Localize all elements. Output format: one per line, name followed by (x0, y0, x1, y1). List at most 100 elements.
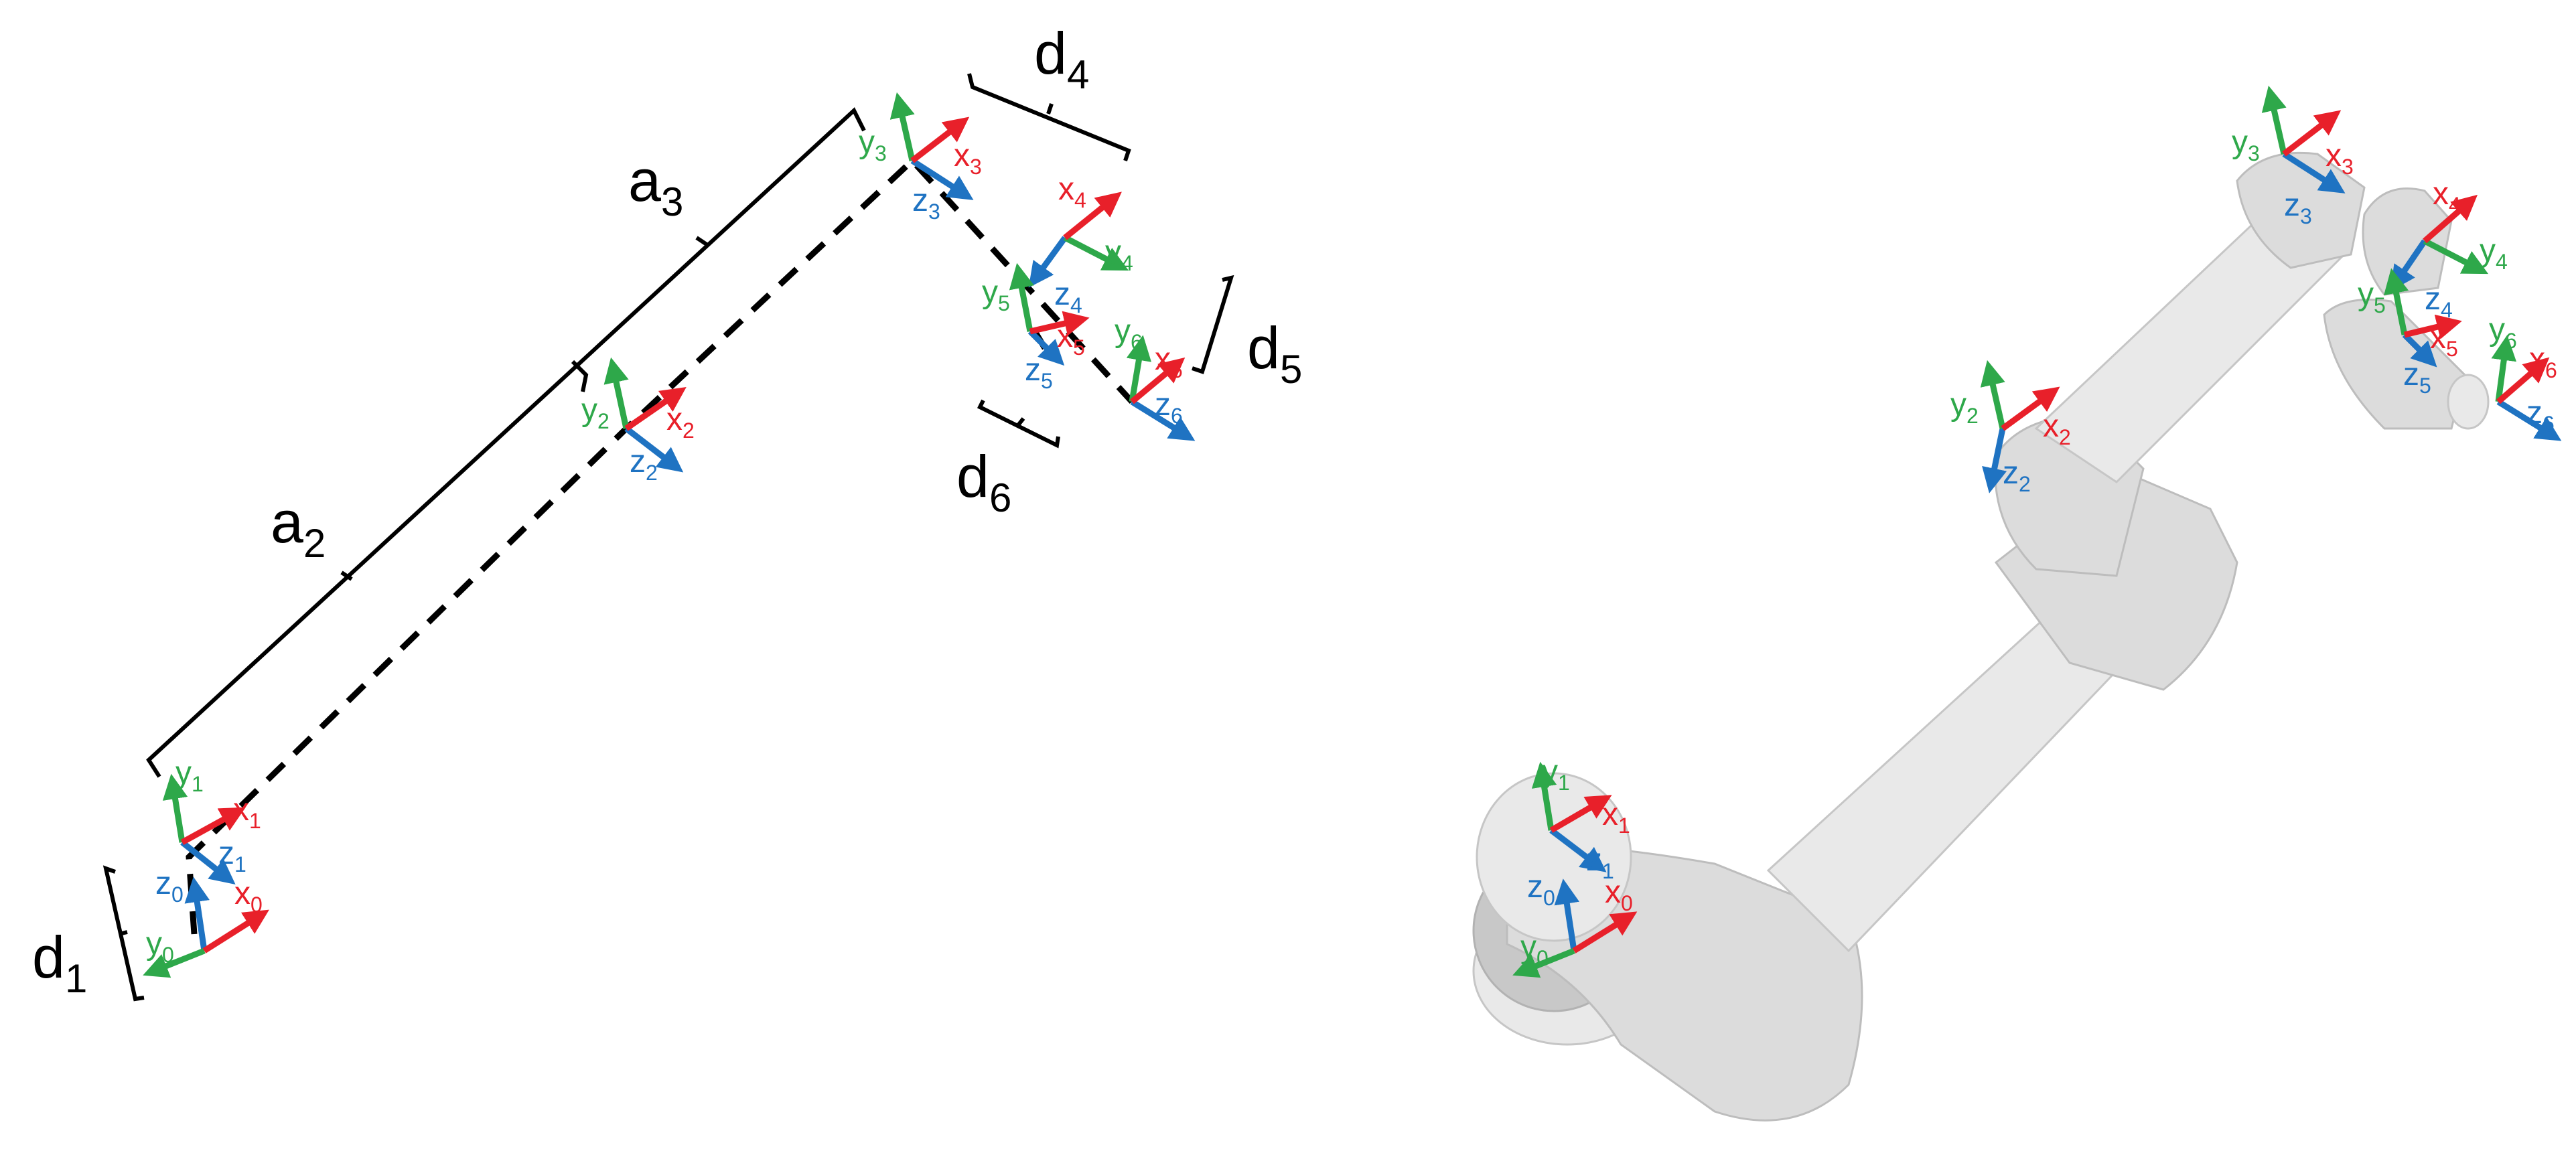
frame-1-robot: z1 y1 x1 (1531, 754, 1630, 883)
x-axis-arrow-0 (202, 909, 269, 953)
dimension-label-a3: a3 (628, 147, 683, 224)
frame-5-schematic: z5 y5 x5 (982, 262, 1090, 393)
z-axis-label-3: z3 (2284, 187, 2312, 228)
dimension-label-d5: d5 (1247, 315, 1302, 392)
x-axis-label-0: x0 (1605, 874, 1633, 915)
z-axis-label-5: z5 (2403, 357, 2431, 398)
z-axis-label-4: z4 (2425, 281, 2453, 322)
y-axis-label-6: y6 (1115, 313, 1143, 354)
y-axis-arrow-1 (1531, 761, 1557, 831)
z-axis-arrow-5 (2402, 332, 2437, 368)
z-axis-arrow-5 (1027, 329, 1065, 366)
x-axis-arrow-0 (1572, 911, 1638, 953)
x-axis-arrow-3 (2282, 110, 2342, 157)
bracket-a2-a3 (146, 107, 866, 778)
x-axis-arrow-4 (2423, 194, 2478, 244)
z-axis-label-5: z5 (1025, 352, 1053, 393)
x-axis-label-5: x5 (2430, 320, 2458, 361)
x-axis-arrow-4 (1063, 191, 1122, 240)
x-axis-arrow-2 (624, 386, 687, 431)
z-axis-arrow-0 (184, 876, 210, 951)
z-axis-label-6: z6 (2526, 395, 2555, 436)
z-axis-label-4: z4 (1054, 277, 1082, 317)
frame-0-robot: z0 y0 x0 (1512, 869, 1638, 978)
x-axis-label-3: x3 (954, 138, 982, 179)
z-axis-arrow-6 (1130, 399, 1196, 441)
dimension-label-a2: a2 (271, 489, 326, 566)
x-axis-label-4: x4 (1058, 171, 1086, 212)
y-axis-label-4: y4 (2480, 233, 2508, 274)
z-axis-label-2: z2 (2003, 455, 2031, 496)
y-axis-arrow-5 (2383, 268, 2409, 335)
frame-3-robot: z3 y3 x3 (2232, 85, 2354, 228)
z-axis-label-2: z2 (630, 444, 658, 485)
frame-6-schematic: z6 y6 x6 (1115, 313, 1196, 441)
dimension-label-d6: d6 (956, 443, 1011, 520)
x-axis-label-2: x2 (666, 402, 695, 443)
y-axis-arrow-6 (1126, 335, 1152, 402)
x-axis-arrow-2 (2001, 386, 2060, 431)
y-axis-arrow-1 (162, 773, 188, 843)
y-axis-label-6: y6 (2489, 312, 2517, 353)
y-axis-arrow-6 (2491, 335, 2517, 402)
y-axis-label-1: y1 (175, 755, 204, 796)
y-axis-arrow-0 (143, 947, 206, 978)
y-axis-arrow-2 (1980, 360, 2006, 429)
frame-4-schematic: z4 y4 x4 (1028, 171, 1133, 317)
y-axis-label-3: y3 (859, 125, 887, 165)
x-axis-arrow-1 (180, 807, 246, 845)
z-axis-label-1: z1 (218, 836, 246, 876)
z-axis-label-0: z0 (1527, 869, 1555, 910)
y-axis-label-1: y1 (1542, 754, 1570, 795)
y-axis-label-5: y5 (982, 275, 1010, 315)
z-axis-arrow-4 (1028, 236, 1068, 288)
x-axis-label-3: x3 (2325, 138, 2354, 179)
frame-3-schematic: z3 y3 x3 (859, 92, 982, 224)
z-axis-arrow-2 (1982, 428, 2007, 493)
x-axis-arrow-6 (2496, 357, 2550, 404)
x-axis-arrow-1 (1549, 795, 1612, 833)
y-axis-arrow-3 (2261, 85, 2287, 155)
z-axis-arrow-3 (910, 158, 974, 200)
x-axis-label-1: x1 (1602, 797, 1630, 838)
y-axis-label-4: y4 (1105, 234, 1133, 275)
x-axis-label-6: x6 (1155, 341, 1183, 382)
y-axis-label-5: y5 (2358, 277, 2386, 317)
x-axis-label-2: x2 (2043, 408, 2071, 449)
y-axis-arrow-0 (1512, 947, 1575, 978)
dimension-label-d1: d1 (32, 924, 87, 1001)
x-axis-label-6: x6 (2529, 341, 2557, 382)
bracket-d4 (967, 73, 1131, 161)
z-axis-label-0: z0 (155, 866, 184, 907)
z-axis-label-3: z3 (912, 183, 940, 224)
y-axis-arrow-2 (603, 357, 630, 429)
x-axis-arrow-5 (2403, 314, 2462, 339)
y-axis-label-0: y0 (1520, 929, 1549, 970)
bracket-d5 (1192, 275, 1234, 374)
robot-wrist-3 (2323, 299, 2466, 430)
bracket-d6 (977, 399, 1060, 449)
robot-tool-flange (2447, 374, 2490, 430)
y-axis-arrow-3 (889, 92, 916, 161)
z-axis-arrow-3 (2282, 151, 2346, 194)
y-axis-label-3: y3 (2232, 125, 2260, 165)
y-axis-arrow-4 (2423, 238, 2489, 275)
frame-2-robot: z2 y2 x2 (1950, 360, 2071, 496)
z-axis-label-6: z6 (1155, 387, 1183, 428)
x-axis-arrow-6 (1130, 357, 1186, 404)
y-axis-label-2: y2 (1950, 387, 1979, 428)
frame-6-robot: z6 y6 x6 (2489, 312, 2562, 441)
x-axis-arrow-3 (910, 117, 970, 163)
x-axis-label-0: x0 (234, 876, 263, 917)
z-axis-label-1: z1 (1586, 842, 1614, 883)
x-axis-label-5: x5 (1057, 319, 1085, 360)
z-axis-arrow-1 (1549, 828, 1607, 872)
